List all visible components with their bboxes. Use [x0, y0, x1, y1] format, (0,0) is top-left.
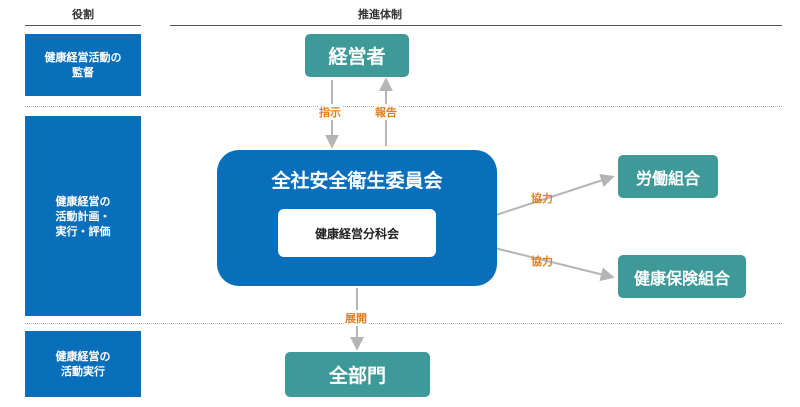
committee-title: 全社安全衛生委員会 [271, 170, 443, 192]
insurance-cooperation-label: 協力 [531, 255, 553, 268]
role-execution: 健康経営の 活動実行 [25, 331, 141, 397]
instruction-label: 指示 [318, 104, 342, 120]
deployment-label: 展開 [344, 310, 368, 326]
executives-label: 経営者 [328, 46, 386, 68]
role-heading-underline [25, 25, 141, 26]
structure-column-heading: 推進体制 [358, 8, 402, 21]
health-management-subcommittee: 健康経営分科会 [278, 209, 436, 257]
all-departments-node: 全部門 [285, 352, 430, 397]
role-oversight: 健康経営活動の 監督 [25, 34, 141, 96]
executives-node: 経営者 [305, 34, 409, 77]
safety-health-committee: 全社安全衛生委員会 [217, 150, 497, 286]
row-divider-1 [25, 106, 782, 107]
labor-cooperation-label: 協力 [531, 192, 553, 205]
role-oversight-text: 健康経営活動の 監督 [44, 51, 122, 79]
subcommittee-label: 健康経営分科会 [314, 226, 399, 241]
structure-heading-underline [170, 25, 782, 26]
role-planning-text: 健康経営の 活動計画・ 実行・評価 [55, 194, 111, 238]
report-label: 報告 [374, 104, 398, 120]
all-departments-label: 全部門 [328, 365, 386, 387]
health-insurance-union-node: 健康保険組合 [618, 255, 746, 298]
role-planning: 健康経営の 活動計画・ 実行・評価 [25, 116, 141, 316]
role-column-heading: 役割 [72, 8, 94, 21]
labor-union-label: 労働組合 [635, 168, 700, 188]
health-insurance-union-label: 健康保険組合 [633, 268, 730, 288]
labor-union-node: 労働組合 [618, 155, 718, 198]
role-execution-text: 健康経営の 活動実行 [55, 350, 111, 378]
row-divider-2 [25, 323, 782, 324]
